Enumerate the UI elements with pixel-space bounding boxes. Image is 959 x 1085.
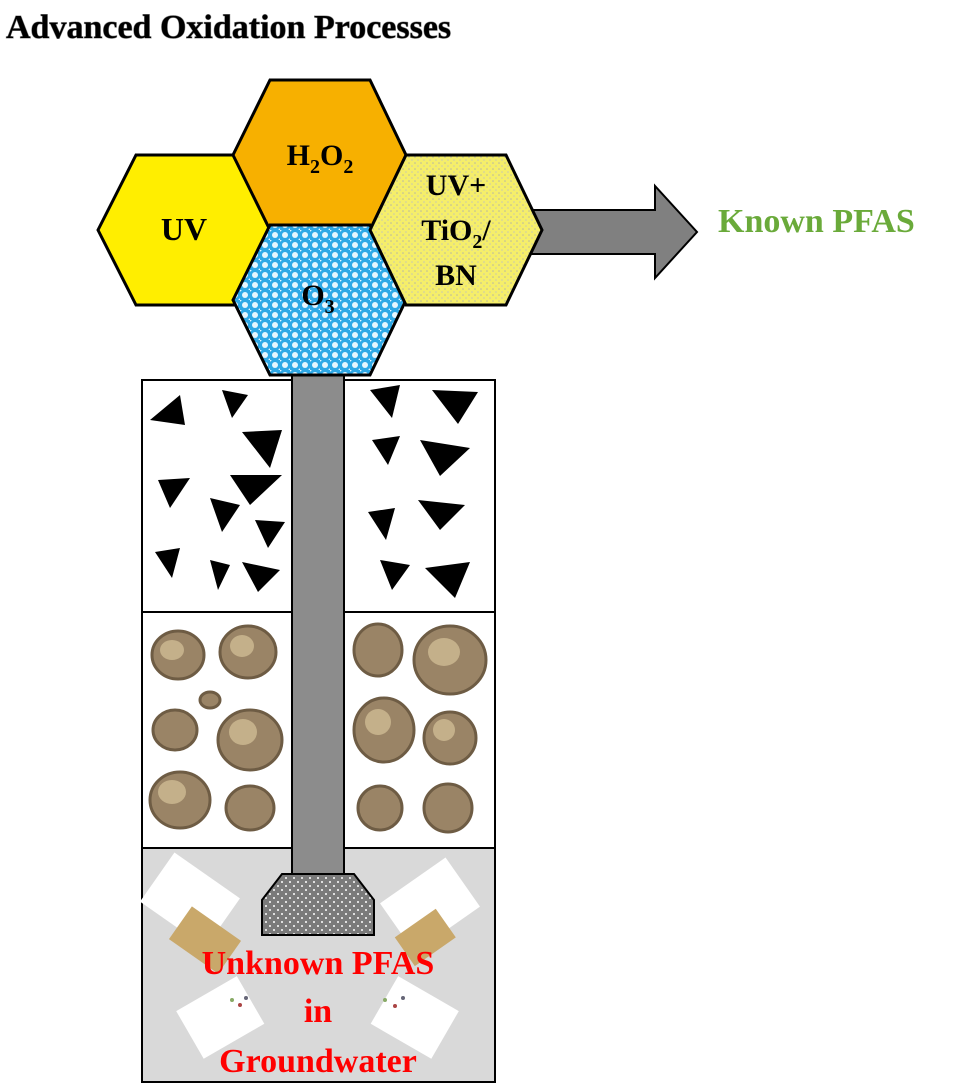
unknown-line-1: Unknown PFAS (202, 945, 435, 982)
well (261, 361, 375, 936)
unknown-line-3: Groundwater (219, 1043, 417, 1080)
right-arrow-icon (527, 183, 699, 281)
uv-tio2-line-3: BN (435, 259, 477, 292)
known-pfas-label: Known PFAS (718, 203, 915, 240)
rock-icon (150, 385, 478, 598)
well-pipe (291, 361, 345, 875)
h2o2-label: H2O2 (287, 139, 354, 178)
uv-tio2-line-1: UV+ (426, 169, 486, 202)
o3-label: O3 (301, 279, 334, 318)
uv-tio2-line-2: TiO2/ (421, 214, 491, 253)
pebble-highlights (158, 635, 460, 804)
unknown-line-2: in (304, 993, 332, 1030)
uv-label: UV (161, 211, 207, 247)
groundwater-debris (140, 852, 480, 1059)
diagram-title: Advanced Oxidation Processes (6, 9, 451, 46)
unknown-pfas-label: Unknown PFAS in Groundwater (202, 945, 435, 1080)
well-screen (261, 873, 375, 936)
hexagon-uv-tio2 (368, 153, 544, 307)
